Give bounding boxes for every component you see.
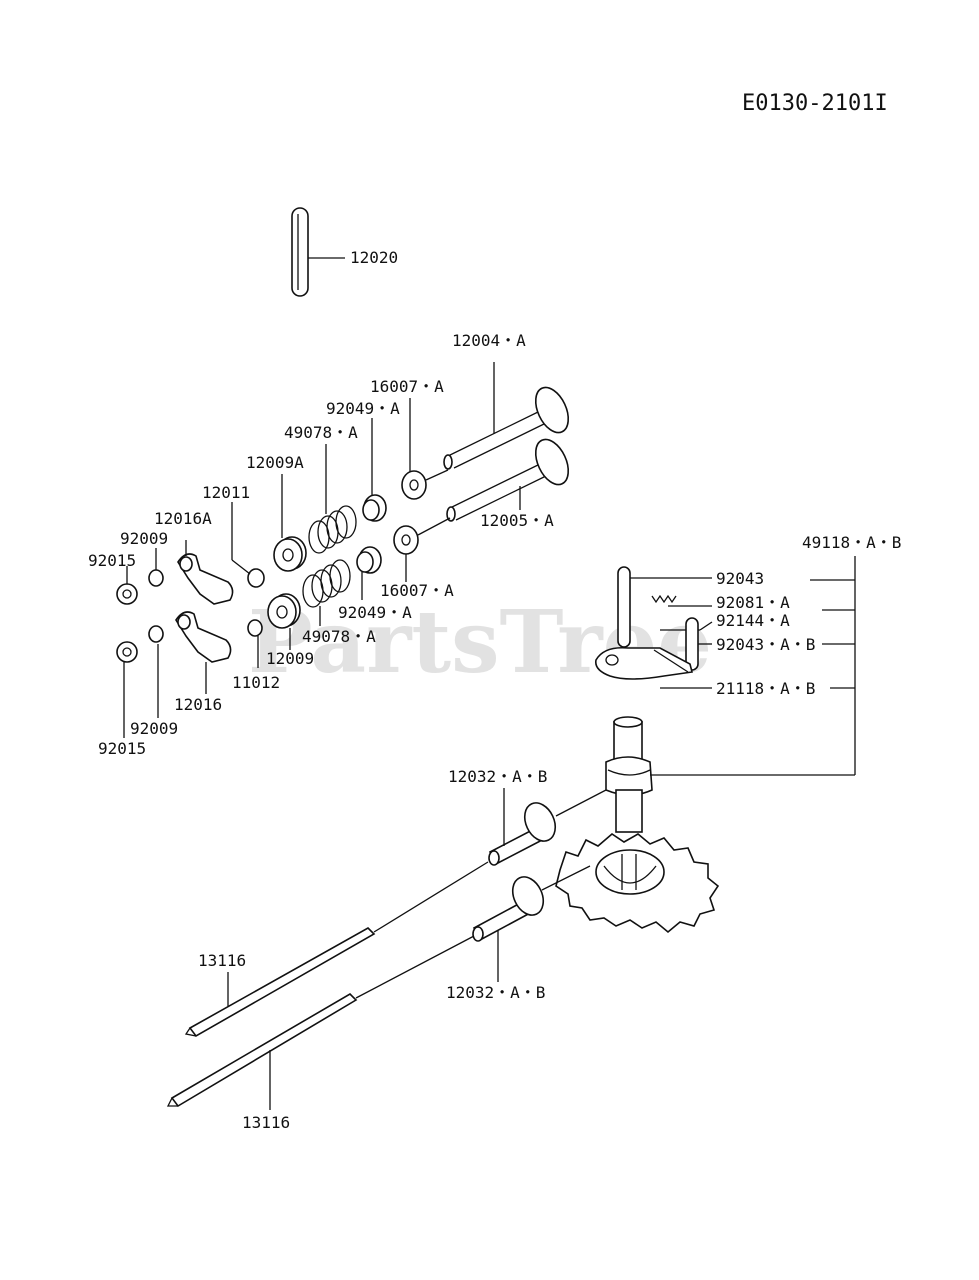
part-washer-16007A-bot [393, 517, 451, 582]
label-12032AB-bot: 12032・A・B [446, 983, 545, 1002]
label-13116-bot: 13116 [242, 1113, 290, 1132]
part-nut-92015-top [116, 566, 138, 605]
part-12020-rod [291, 207, 345, 297]
label-49118AB: 49118・A・B [802, 533, 901, 552]
label-92015-bot: 92015 [98, 739, 146, 758]
label-12016A: 12016A [154, 509, 212, 528]
label-16007A-top: 16007・A [370, 377, 444, 396]
part-camshaft-49118AB [555, 556, 856, 934]
part-tappet-12032AB-top [488, 788, 607, 866]
label-12032AB-top: 12032・A・B [448, 767, 547, 786]
part-retainer-12009 [267, 593, 301, 650]
label-13116-top: 13116 [198, 951, 246, 970]
part-valve-12004A [443, 362, 570, 470]
part-cap-11012 [247, 619, 263, 668]
part-retainer-12009A [273, 474, 307, 572]
label-12005A: 12005・A [480, 511, 554, 530]
label-92043: 92043 [716, 569, 764, 588]
label-92015-top: 92015 [88, 551, 136, 570]
label-49078A-bot: 49078・A [302, 627, 376, 646]
part-pin-92043 [617, 566, 712, 648]
part-washer-16007A-top [401, 398, 449, 500]
label-21118AB: 21118・A・B [716, 679, 815, 698]
label-92144A: 92144・A [716, 611, 790, 630]
part-adjuster-92009-bot [148, 625, 164, 718]
part-adjuster-92009-top [148, 548, 164, 587]
part-push-rod-13116-bot [166, 935, 475, 1110]
label-11012: 11012 [232, 673, 280, 692]
part-spring-49078A-top [308, 444, 357, 554]
part-nut-92015-bot [116, 641, 138, 738]
part-spring-92081A [651, 594, 712, 607]
label-92009-top: 92009 [120, 529, 168, 548]
label-16007A-bot: 16007・A [380, 581, 454, 600]
label-12016: 12016 [174, 695, 222, 714]
part-collet-92049A-top [362, 418, 387, 522]
label-12009A: 12009A [246, 453, 304, 472]
label-12020: 12020 [350, 248, 398, 267]
part-weight-21118AB [594, 646, 712, 689]
part-spring-49078A-bot [302, 559, 351, 626]
label-49078A-top: 49078・A [284, 423, 358, 442]
part-rocker-arm-12016A [177, 540, 234, 605]
label-92049A-bot: 92049・A [338, 603, 412, 622]
label-12009: 12009 [266, 649, 314, 668]
part-push-rod-13116-top [184, 861, 489, 1038]
diagram-code: E0130-2101I [742, 91, 888, 116]
part-collet-92049A-bot [356, 546, 382, 600]
part-valve-12005A [446, 438, 570, 522]
part-cap-12011 [231, 502, 265, 588]
label-92043AB: 92043・A・B [716, 635, 815, 654]
part-rocker-arm-12016 [175, 611, 232, 694]
label-92049A-top: 92049・A [326, 399, 400, 418]
label-92081A: 92081・A [716, 593, 790, 612]
label-12011: 12011 [202, 483, 250, 502]
part-tappet-12032AB-bot [472, 865, 591, 982]
label-92009-bot: 92009 [130, 719, 178, 738]
label-12004A: 12004・A [452, 331, 526, 350]
